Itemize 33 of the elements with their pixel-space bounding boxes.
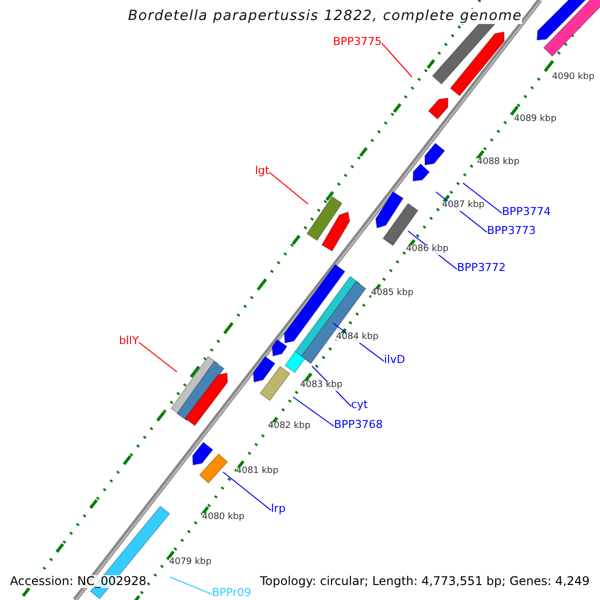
scale-label: 4087 kbp (442, 201, 484, 211)
gene-label: lgt (255, 165, 270, 178)
scale-label: 4081 kbp (236, 467, 278, 477)
scale-label: 4084 kbp (336, 333, 378, 343)
title: Bordetella parapertussis 12822, complete genome (128, 9, 522, 24)
gene-label: lrp (271, 503, 286, 516)
gene-label: BPPr09 (212, 587, 252, 600)
gene-label: BPP3775 (333, 36, 382, 48)
leader-line (268, 172, 308, 204)
scale-label: 4083 kbp (300, 381, 342, 391)
leader-line (138, 342, 178, 372)
scale-label: 4080 kbp (202, 513, 244, 523)
scale-label: 4079 kbp (169, 558, 212, 568)
gene-label: BPP3773 (487, 225, 536, 238)
gene-label: BPP3772 (457, 262, 506, 274)
leader-line (462, 182, 502, 214)
leader-line (292, 396, 334, 427)
leader-line (381, 42, 412, 78)
scale-label: 4085 kbp (371, 289, 414, 299)
genome-info-text: Topology: circular; Length: 4,773,551 bp; Genes: 4,249 (260, 575, 590, 588)
accession-text: Accession: NC_002928 (10, 575, 146, 588)
leader-line (222, 472, 272, 511)
gene-label: BPP3774 (502, 206, 551, 218)
gene-label: bllY (119, 335, 139, 348)
scale-label: 4090 kbp (552, 73, 594, 83)
scale-label: 4082 kbp (268, 422, 310, 432)
leader-line (170, 576, 212, 595)
scale-label: 4088 kbp (477, 158, 520, 168)
scale-label: 4089 kbp (514, 115, 556, 125)
gene-label: ilvD (384, 354, 406, 366)
gene-label: cyt (351, 399, 368, 412)
scale-label: 4086 kbp (406, 245, 448, 255)
gene-label: BPP3768 (334, 419, 383, 432)
